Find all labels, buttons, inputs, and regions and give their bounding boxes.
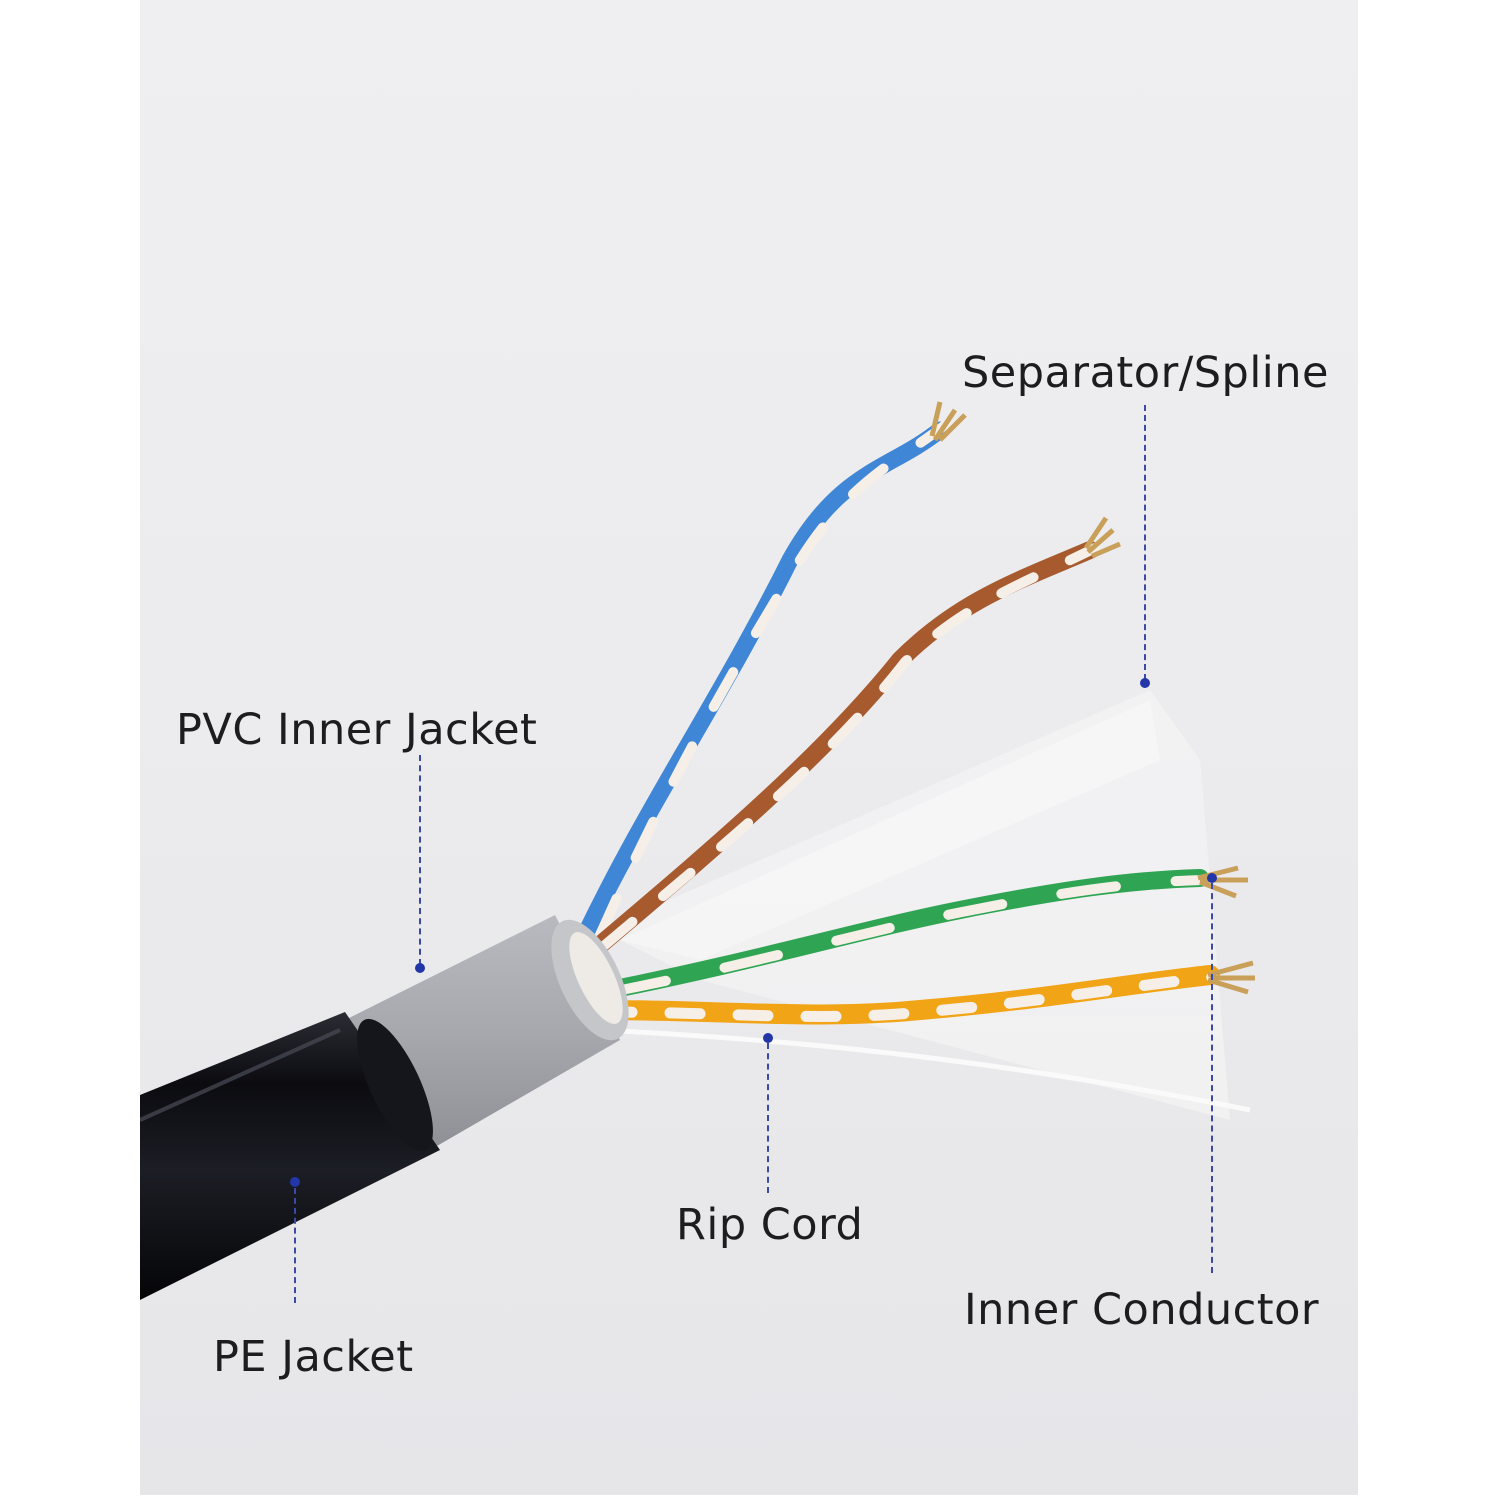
leader-pvc (419, 755, 421, 965)
pointer-dot-separator (1140, 678, 1150, 688)
wire-pair-orange (590, 960, 1255, 1025)
wire-pair-brown (591, 516, 1121, 954)
photo-panel: Separator/Spline PVC Inner Jacket Rip Co… (140, 0, 1358, 1495)
label-separator-spline: Separator/Spline (962, 348, 1329, 398)
pointer-dot-pvc (415, 963, 425, 973)
pointer-dot-rip-cord (763, 1033, 773, 1043)
wire-pair-blue (576, 401, 967, 944)
leader-pe-jacket (294, 1188, 296, 1303)
leader-inner-conductor (1211, 883, 1213, 1273)
pe-outer-jacket (140, 1012, 440, 1300)
leader-rip-cord (767, 1043, 769, 1193)
leader-separator (1144, 405, 1146, 680)
cable-illustration (140, 401, 1255, 1300)
label-pvc-inner-jacket: PVC Inner Jacket (176, 705, 538, 755)
label-pe-jacket: PE Jacket (213, 1332, 414, 1382)
label-inner-conductor: Inner Conductor (964, 1285, 1320, 1335)
rip-cord (599, 1027, 1251, 1113)
pointer-dot-inner-conductor (1207, 873, 1217, 883)
separator-spline (600, 690, 1230, 1120)
pointer-dot-pe-jacket (290, 1177, 300, 1187)
label-rip-cord: Rip Cord (676, 1200, 864, 1250)
